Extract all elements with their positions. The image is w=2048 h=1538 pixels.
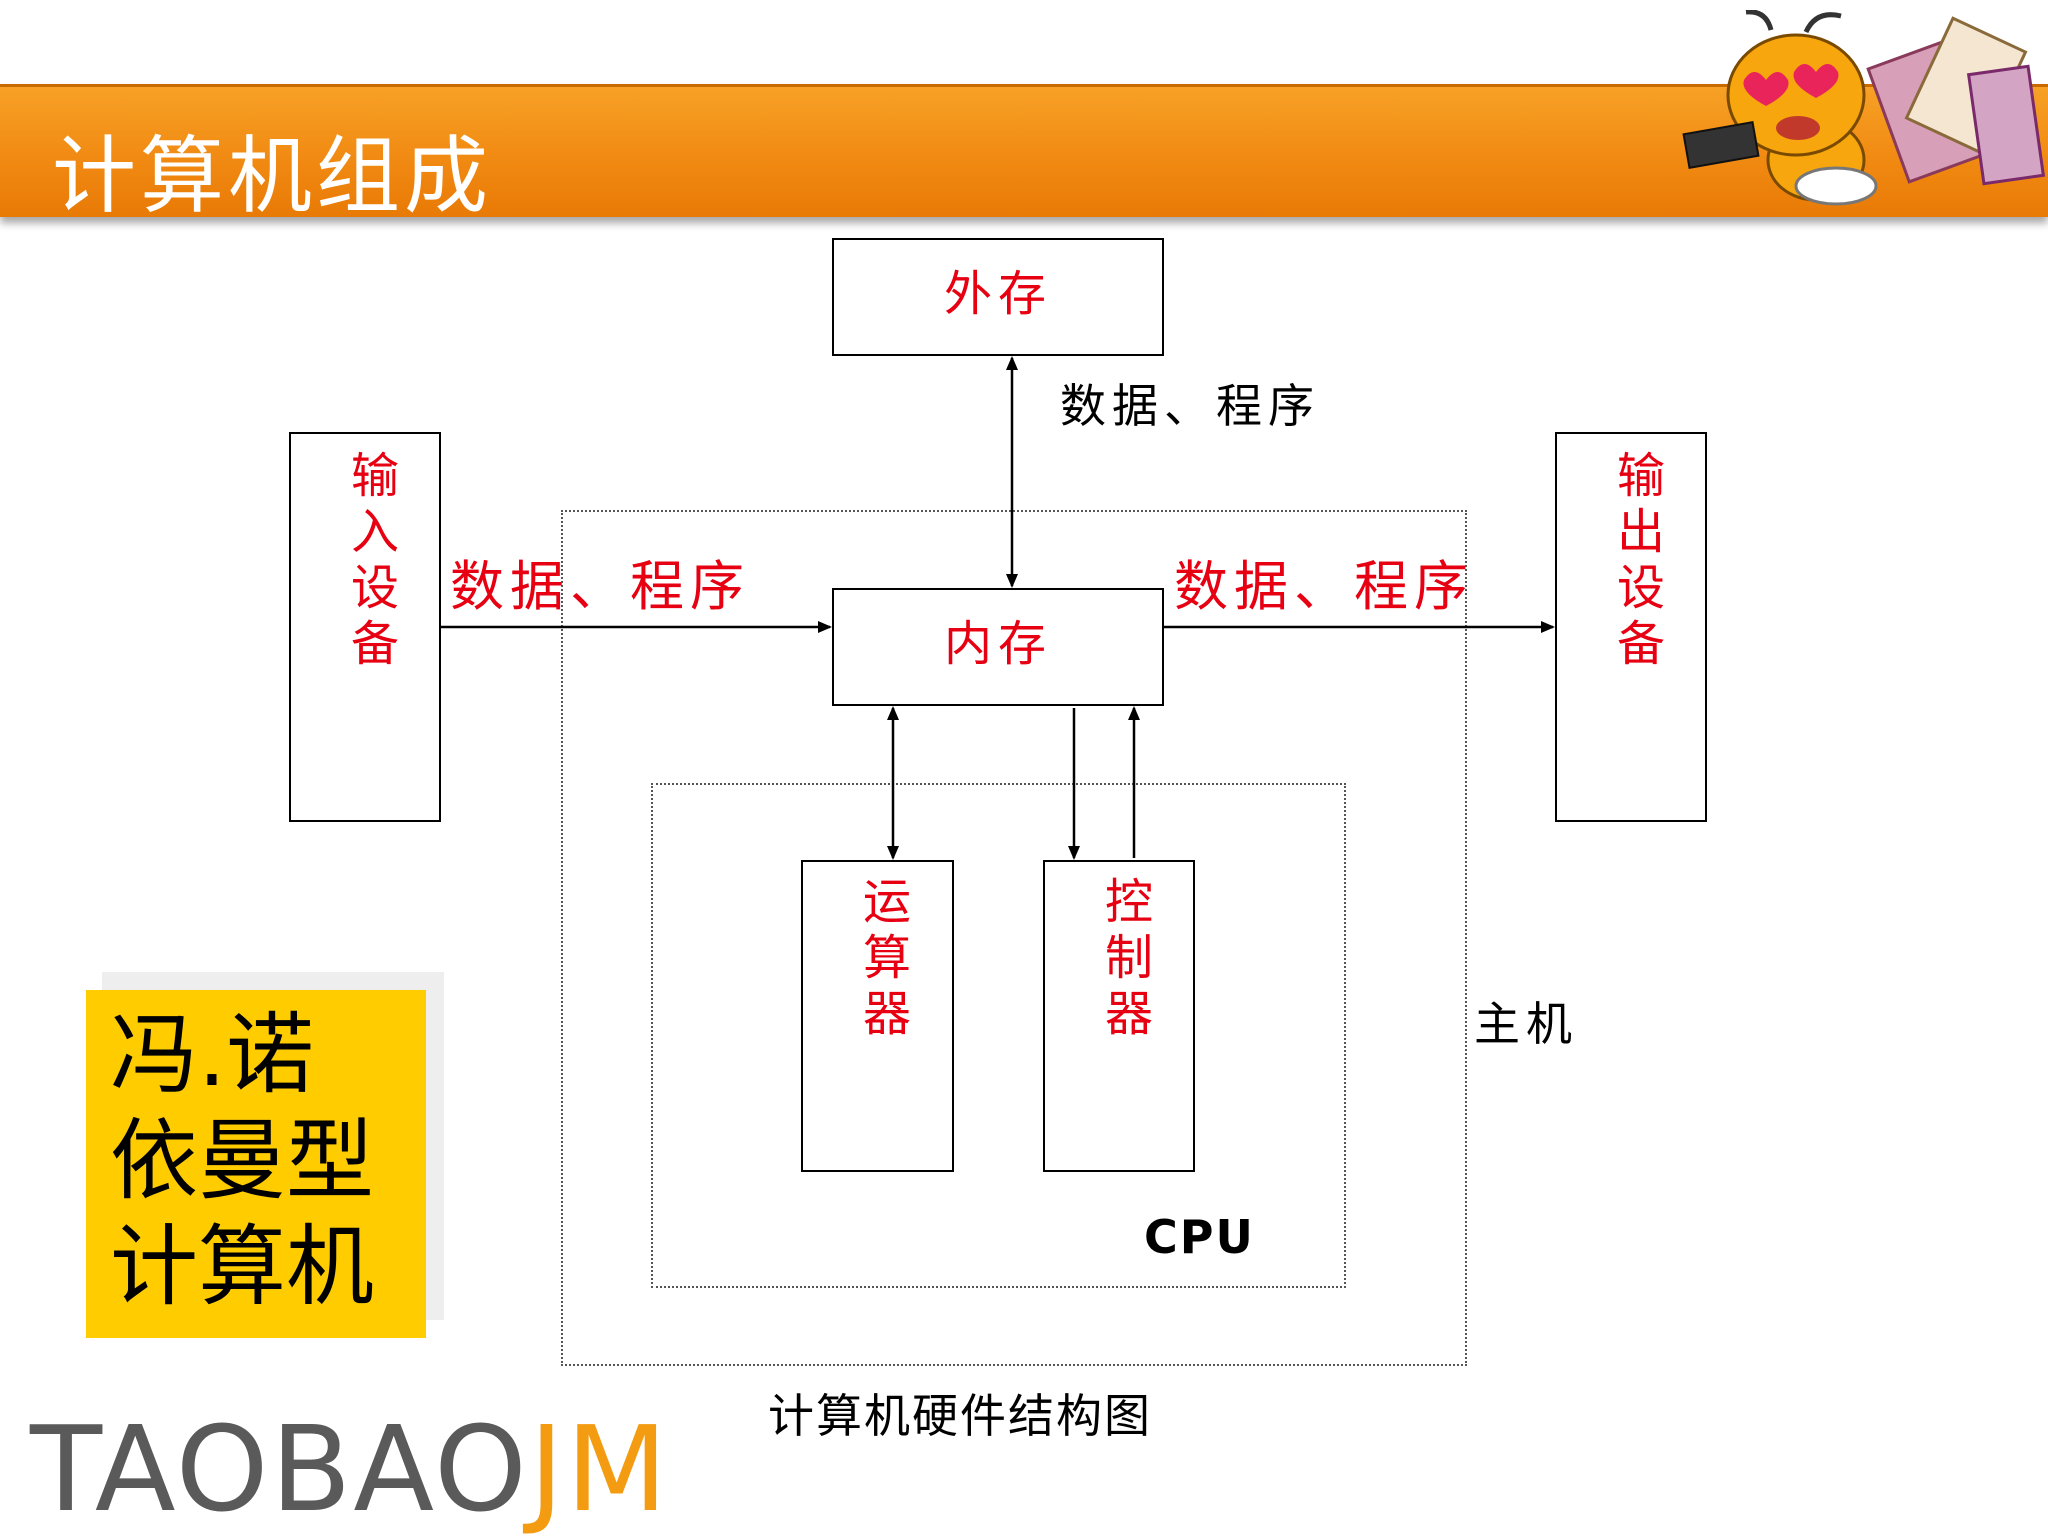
controller-label: 控制器 [1096, 876, 1152, 1044]
note-line-3: 计算机 [110, 1215, 375, 1318]
flow-label-top: 数据、程序 [1060, 379, 1320, 433]
note-line-2: 依曼型 [110, 1109, 375, 1212]
page-title: 计算机组成 [52, 127, 493, 225]
cpu-boundary [651, 783, 1346, 1288]
output-device-box: 输出设备 [1555, 432, 1707, 822]
input-device-box: 输入设备 [289, 432, 441, 822]
ant-mascot-icon [1682, 10, 2046, 206]
controller-box: 控制器 [1043, 860, 1195, 1172]
alu-box: 运算器 [801, 860, 954, 1172]
diagram-caption: 计算机硬件结构图 [768, 1389, 1152, 1443]
external-storage-label: 外存 [943, 266, 1052, 322]
flow-label-right: 数据、程序 [1174, 555, 1474, 618]
note-line-1: 冯.诺 [110, 1003, 314, 1106]
taobaojm-logo: TAOBAOJM [30, 1400, 670, 1538]
alu-label: 运算器 [854, 876, 910, 1044]
input-device-label: 输入设备 [342, 450, 398, 674]
von-neumann-note: 冯.诺 依曼型 计算机 [86, 990, 426, 1338]
logo-part-1: TAOBAO [30, 1400, 529, 1538]
flow-label-left: 数据、程序 [450, 555, 750, 618]
memory-box: 内存 [832, 588, 1164, 706]
logo-part-2: JM [528, 1400, 670, 1538]
cpu-label: CPU [1144, 1210, 1255, 1264]
memory-label: 内存 [943, 616, 1052, 672]
output-device-label: 输出设备 [1608, 450, 1664, 674]
host-label: 主机 [1474, 997, 1578, 1051]
external-storage-box: 外存 [832, 238, 1164, 356]
